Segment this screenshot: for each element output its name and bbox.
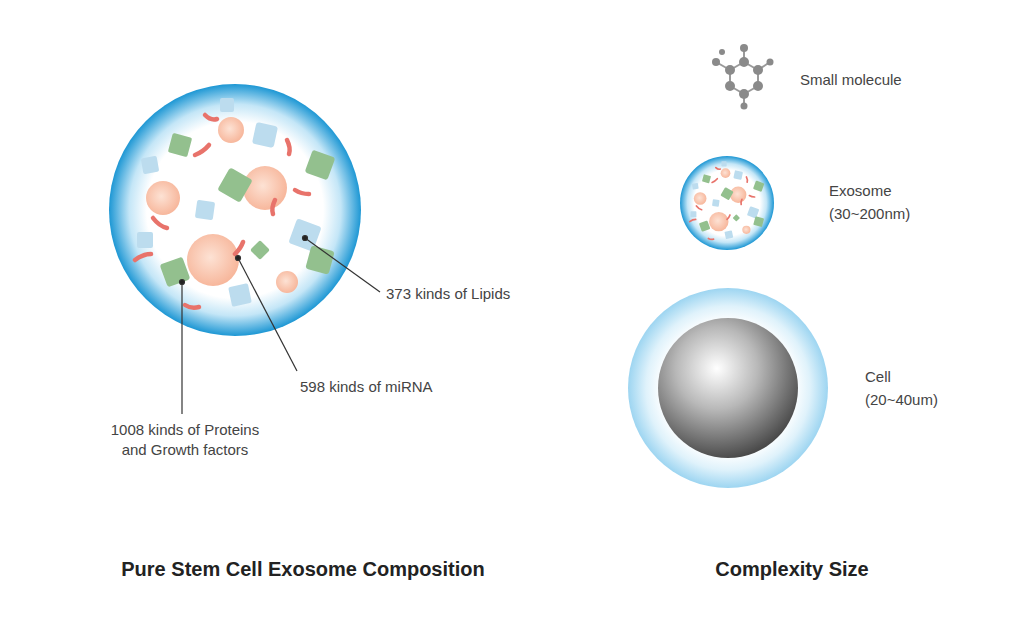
size-label: Small molecule [800, 70, 960, 90]
size-label: Exosome [829, 181, 969, 201]
section-title: Complexity Size [642, 556, 942, 582]
cell-icon [628, 288, 828, 488]
exosome-large [109, 84, 361, 336]
callout-label: 1008 kinds of Proteins and Growth factor… [101, 420, 269, 460]
callout-label: 598 kinds of miRNA [300, 377, 500, 397]
small-molecule-icon [712, 44, 774, 110]
size-label: (20~40um) [865, 390, 1005, 410]
exosome-small [680, 156, 774, 250]
callout-label: 373 kinds of Lipids [386, 284, 586, 304]
size-label: (30~200nm) [829, 204, 969, 224]
size-label: Cell [865, 367, 1005, 387]
section-title: Pure Stem Cell Exosome Composition [63, 556, 543, 582]
